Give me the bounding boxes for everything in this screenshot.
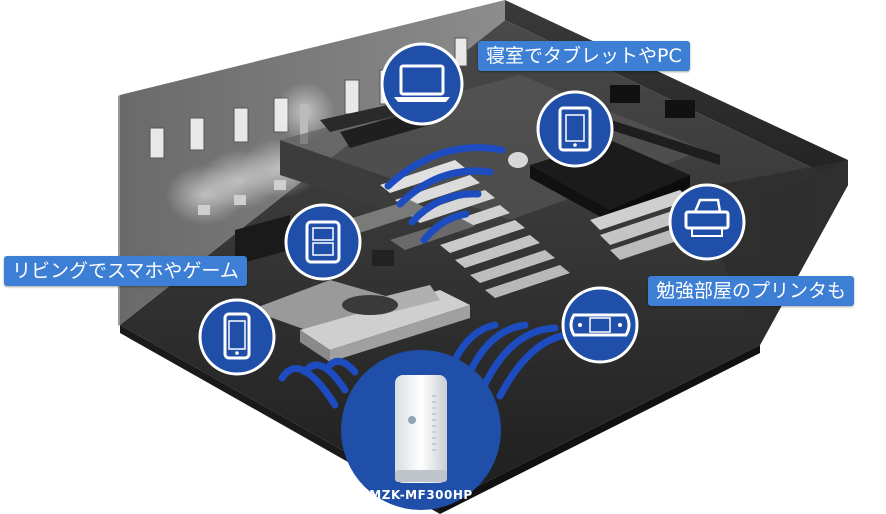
bedroom-caption: 寝室でタブレットやPC [478, 41, 690, 71]
wireless-router-image [341, 350, 501, 510]
living-room-caption: リビングでスマホやゲーム [4, 256, 247, 286]
tablet-icon [536, 90, 614, 168]
smartphone-icon [198, 298, 276, 376]
printer-icon [668, 183, 746, 261]
living-room-furniture [250, 280, 470, 362]
back-wall-shelf [580, 85, 720, 165]
wifi-signal-icon [278, 144, 584, 409]
portable-game-console-icon [561, 286, 639, 364]
study-room-caption: 勉強部屋のプリンタも [648, 276, 855, 306]
laptop-icon [380, 42, 464, 126]
router-model-name: MZK-MF300HP [369, 488, 473, 502]
staircase [380, 160, 570, 298]
handheld-game-console-icon [284, 203, 362, 281]
